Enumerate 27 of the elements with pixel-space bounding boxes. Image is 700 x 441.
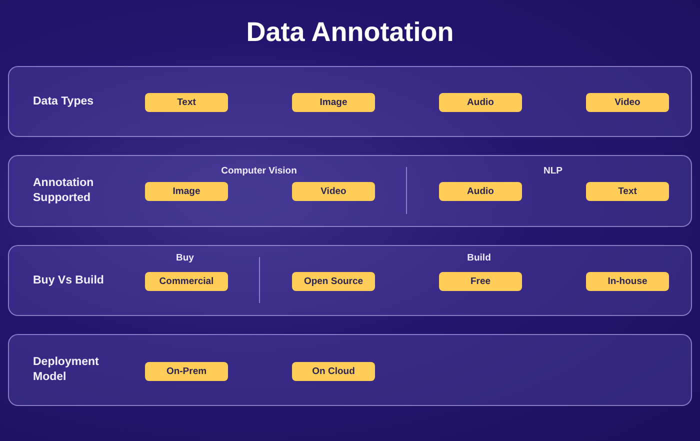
row-heading: Buy Vs Build bbox=[33, 273, 104, 288]
category-tag: Image bbox=[292, 93, 375, 112]
title: Data Annotation bbox=[246, 16, 454, 49]
row-heading: Deployment Model bbox=[33, 355, 100, 385]
row-panel bbox=[8, 334, 692, 406]
category-tag: On-Prem bbox=[145, 362, 228, 381]
category-tag: Audio bbox=[439, 93, 522, 112]
row-heading: Data Types bbox=[33, 94, 94, 109]
category-tag: Free bbox=[439, 272, 522, 291]
category-tag: In-house bbox=[586, 272, 669, 291]
row-heading: Annotation Supported bbox=[33, 176, 95, 206]
row-panel bbox=[8, 155, 692, 227]
category-tag: Open Source bbox=[292, 272, 375, 291]
group-heading: Build bbox=[467, 252, 491, 264]
row-panel bbox=[8, 245, 692, 316]
row-panel bbox=[8, 66, 692, 137]
group-heading: Computer Vision bbox=[221, 166, 297, 176]
category-tag: Image bbox=[145, 182, 228, 201]
category-tag: On Cloud bbox=[292, 362, 375, 381]
category-tag: Text bbox=[145, 93, 228, 112]
category-tag: Video bbox=[292, 182, 375, 201]
category-tag: Video bbox=[586, 93, 669, 112]
category-tag: Commercial bbox=[145, 272, 228, 291]
category-tag: Audio bbox=[439, 182, 522, 201]
group-heading: NLP bbox=[544, 166, 562, 176]
group-heading: Buy bbox=[176, 252, 194, 264]
category-tag: Text bbox=[586, 182, 669, 201]
